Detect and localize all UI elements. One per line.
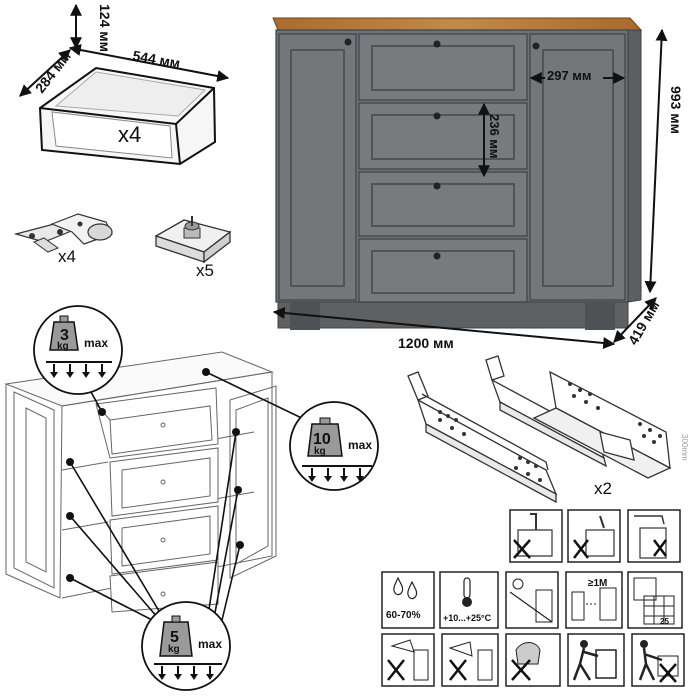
- drawer-front-height-label: 236 мм: [487, 114, 502, 159]
- open-cabinet-drawing: [4, 351, 277, 613]
- shelf-load-weight: 5: [170, 629, 179, 646]
- drawer-load-weight: 3: [60, 327, 69, 344]
- no-single-lift-icon: [631, 633, 685, 687]
- pointer-dots: [66, 368, 244, 582]
- no-abrasive-cleaning-icon: [441, 633, 499, 687]
- distance-label: ≥1M: [588, 578, 607, 589]
- grid-size-label: 25: [660, 617, 669, 626]
- adjustable-foot-icon: [154, 216, 232, 264]
- shelf-load-unit: kg: [168, 644, 180, 655]
- max-load-grid-icon: [627, 571, 683, 629]
- wall-anchor-icon: [627, 509, 681, 563]
- drawer-height-label: 124 мм: [97, 4, 113, 52]
- cabinet-width-label: 1200 мм: [398, 335, 454, 351]
- drawer-count-label: x4: [118, 122, 141, 147]
- slides-count-label: x2: [594, 479, 612, 498]
- cabinet-height-dim-line: [644, 28, 668, 294]
- two-person-lift-icon: [567, 633, 625, 687]
- drawer-load-unit: kg: [57, 341, 69, 352]
- door-width-label: 297 мм: [547, 68, 592, 83]
- top-load-badge: [289, 401, 379, 491]
- slide-holes: [438, 382, 662, 482]
- cabinet-height-label: 993 мм: [668, 86, 684, 134]
- cabinet-front-view: [272, 17, 643, 330]
- shelf-load-badge: [141, 601, 231, 691]
- cabinet-width-dim-line: [272, 307, 616, 349]
- no-direct-sunlight-icon: [505, 571, 559, 629]
- humidity-icon: [381, 571, 435, 629]
- drawer-load-badge: [33, 305, 123, 395]
- drawer-width-label: 544 мм: [131, 47, 181, 71]
- cabinet-depth-dim-line: [613, 297, 657, 343]
- hinge-count-label: x4: [58, 247, 76, 266]
- top-load-weight: 10: [313, 431, 331, 448]
- no-sitting-on-drawer-icon: [509, 509, 563, 563]
- top-load-unit: kg: [314, 446, 326, 457]
- shelf-load-max: max: [198, 637, 222, 651]
- foot-count-label: x5: [196, 261, 214, 280]
- distance-from-heater-icon: [565, 571, 623, 629]
- slide-length-label: 300mm: [680, 434, 689, 461]
- drawer-load-max: max: [84, 336, 108, 350]
- no-hot-objects-icon: [505, 633, 561, 687]
- top-load-max: max: [348, 438, 372, 452]
- drawer-width-dim-line: [68, 44, 230, 82]
- cabinet-depth-label: 419 мм: [625, 298, 663, 348]
- temperature-icon: [439, 571, 499, 629]
- drawer-slides-illustration: [407, 355, 672, 504]
- no-climbing-drawers-icon: [567, 509, 621, 563]
- drawer-depth-dim-line: [19, 49, 71, 97]
- drawer-box-illustration: [19, 3, 230, 166]
- humidity-label: 60-70%: [386, 610, 421, 621]
- hinge-icon: [13, 213, 113, 253]
- no-wet-cleaning-icon: [381, 633, 435, 687]
- temperature-label: +10...+25°C: [443, 613, 492, 623]
